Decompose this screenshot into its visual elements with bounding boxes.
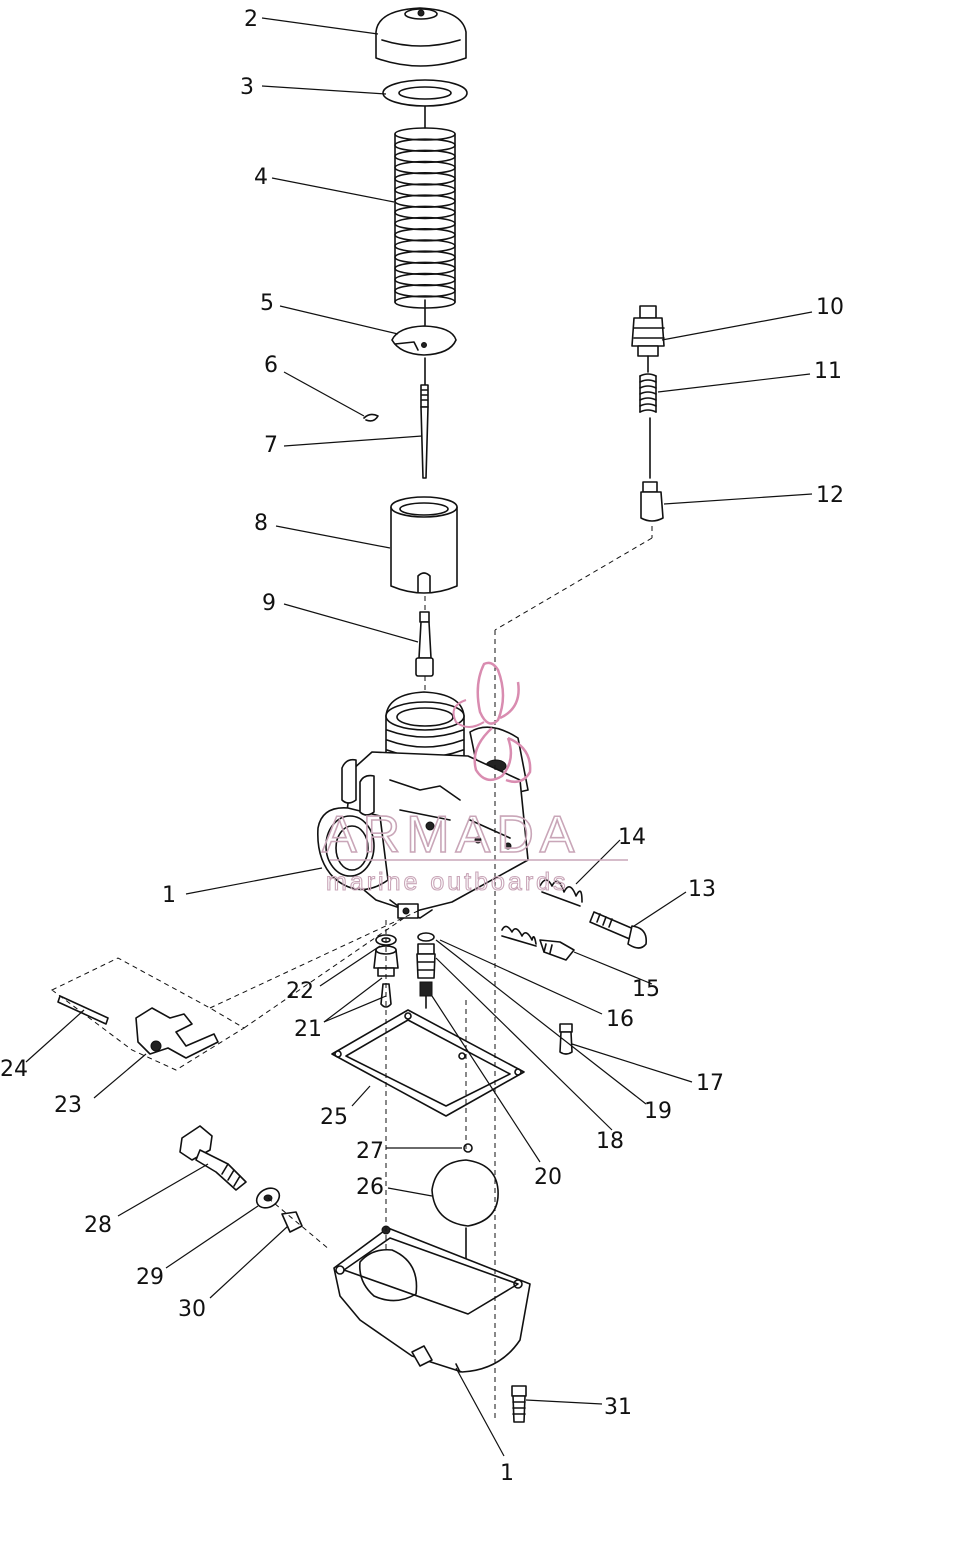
callout-11: 11	[814, 359, 842, 384]
callout-16: 16	[606, 1007, 634, 1032]
spring-coil	[394, 194, 456, 208]
callout-13: 13	[688, 877, 716, 902]
callout-2: 2	[244, 7, 258, 32]
part-23-float-arm	[135, 1007, 219, 1059]
callout-22: 22	[286, 979, 314, 1004]
part-8-throttle-slide	[390, 496, 458, 594]
part-15-air-screw	[539, 939, 575, 961]
part-31-screw	[511, 1385, 527, 1423]
part-3-washer	[382, 79, 468, 129]
part-4-spring	[394, 127, 456, 309]
part-5-retainer-plate	[391, 299, 457, 356]
callout-5: 5	[260, 291, 274, 316]
leader-lines	[25, 17, 813, 1457]
spring-coil	[394, 228, 456, 242]
part-6-clip	[363, 413, 379, 422]
part-18-needle-jet-holder	[416, 943, 436, 979]
spring-coil	[394, 160, 456, 175]
part-27-ball	[463, 1143, 473, 1153]
callout-9: 9	[262, 591, 276, 616]
callout-26: 26	[356, 1175, 384, 1200]
alignment-lines	[209, 630, 496, 1420]
part-28-drain-bolt	[179, 1125, 247, 1191]
part-17-pin	[559, 1023, 573, 1055]
callout-8: 8	[254, 511, 268, 536]
callout-30: 30	[178, 1297, 206, 1322]
callout-24: 24	[0, 1057, 28, 1082]
callout-19: 19	[644, 1099, 672, 1124]
spring-coil	[394, 272, 456, 287]
callout-3: 3	[240, 75, 254, 100]
part-11-spring	[639, 373, 657, 479]
callout-10: 10	[816, 295, 844, 320]
callout-31: 31	[604, 1395, 632, 1420]
watermark-subtitle: marine outboards	[326, 868, 569, 896]
callout-1-bowl: 1	[500, 1461, 514, 1486]
callout-29: 29	[136, 1265, 164, 1290]
part-1-carburetor-body	[317, 691, 529, 919]
spring-coil	[394, 250, 456, 265]
callout-18: 18	[596, 1129, 624, 1154]
callout-1-body: 1	[162, 883, 176, 908]
spring-coil	[394, 172, 456, 186]
callout-6: 6	[264, 353, 278, 378]
callout-25: 25	[320, 1105, 348, 1130]
spring-coil	[394, 261, 456, 276]
part-16-spring	[501, 925, 537, 947]
callout-28: 28	[84, 1213, 112, 1238]
callout-7: 7	[264, 433, 278, 458]
callout-20: 20	[534, 1165, 562, 1190]
callout-12: 12	[816, 483, 844, 508]
callout-4: 4	[254, 165, 268, 190]
part-14-spring	[539, 879, 583, 907]
watermark-title: ARMADA	[322, 806, 580, 864]
part-24-float-pin	[57, 995, 109, 1025]
part-25-gasket	[331, 1009, 525, 1117]
part-10-pilot-cap	[631, 305, 665, 373]
part-1-float-bowl	[333, 1225, 531, 1373]
armada-watermark: ARMADA marine outboards	[321, 661, 628, 897]
callout-21: 21	[294, 1017, 322, 1042]
spring-coil	[394, 183, 456, 197]
part-7-jet-needle	[420, 357, 429, 479]
part-12-plunger	[494, 481, 664, 631]
part-13-idle-screw	[589, 911, 648, 949]
callout-14: 14	[618, 825, 646, 850]
part-20-main-jet	[419, 981, 433, 1009]
callout-23: 23	[54, 1093, 82, 1118]
spring-coil	[394, 205, 456, 220]
spring-coil	[394, 283, 456, 298]
spring-coil	[394, 216, 456, 231]
callout-15: 15	[632, 977, 660, 1002]
spring-coil	[394, 149, 456, 164]
propeller-logo	[452, 661, 532, 783]
part-19-o-ring	[417, 932, 435, 942]
spring-coil	[394, 127, 456, 141]
callout-17: 17	[696, 1071, 724, 1096]
callout-labels: 2 3 4 5 6 7 8 9 10 11 12 1 13 14 15 16 1…	[0, 7, 844, 1486]
spring-coil	[394, 138, 456, 152]
spring-coil	[394, 239, 456, 253]
part-2-cap	[375, 7, 467, 67]
callout-27: 27	[356, 1139, 384, 1164]
